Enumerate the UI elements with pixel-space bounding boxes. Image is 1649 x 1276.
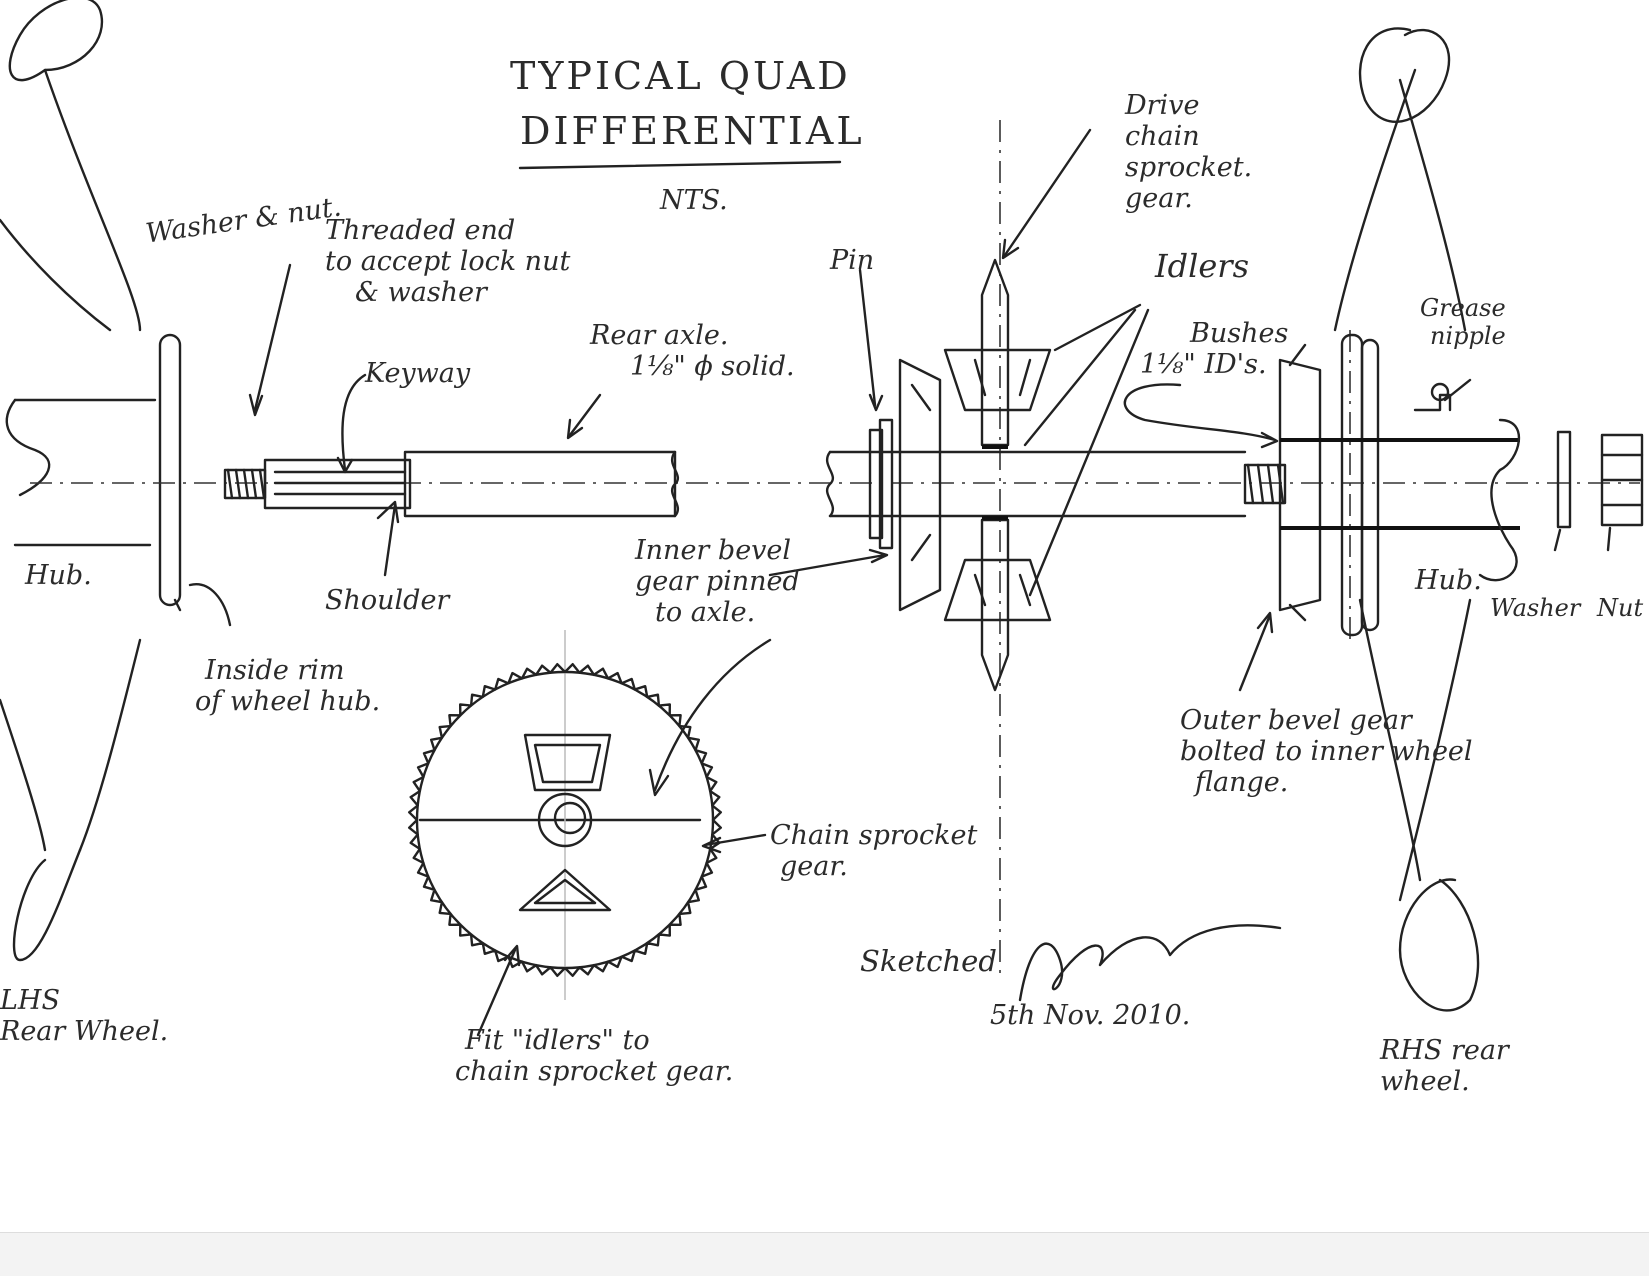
label-bushes: Bushes 1⅛" ID's. (1140, 318, 1288, 380)
label-hub-right: Hub. (1415, 565, 1482, 596)
rear-axle-line-1: Rear axle. (590, 320, 729, 351)
scan-bottom-edge (0, 1232, 1649, 1276)
label-nut: Nut (1597, 594, 1644, 622)
label-lhs-rear-wheel: LHS Rear Wheel. (0, 985, 168, 1047)
threaded-end-line-1: Threaded end (325, 215, 516, 246)
left-axle (223, 450, 680, 518)
bushes-line-1: Bushes (1190, 318, 1289, 349)
fit-idlers-line-2: chain sprocket gear. (455, 1056, 734, 1088)
label-chain-sprocket-gear: Chain sprocket gear. (770, 820, 977, 882)
label-inside-rim: Inside rim of wheel hub. (195, 655, 380, 717)
fit-idlers-line-1: Fit "idlers" to (465, 1025, 650, 1056)
label-fit-idlers: Fit "idlers" to chain sprocket gear. (455, 1025, 733, 1087)
rhs-wheel-outline (1333, 27, 1480, 1012)
bushes-line-2: 1⅛" ID's. (1140, 349, 1267, 381)
label-hub-left: Hub. (25, 560, 92, 591)
label-rear-axle: Rear axle. 1⅛" ϕ solid. (590, 320, 795, 382)
title-line-1: TYPICAL QUAD (510, 54, 851, 98)
drive-chain-line-3: sprocket. (1125, 152, 1253, 184)
sprocket-teeth-path (408, 663, 722, 977)
lhs-wheel-outline (0, 0, 142, 962)
lhs-wheel-line-2: Rear Wheel. (0, 1016, 169, 1048)
idlers (943, 348, 1052, 622)
title-initials: NTS. (660, 185, 728, 216)
drive-chain-line-1: Drive (1125, 90, 1200, 121)
threaded-end-line-3: & washer (355, 277, 487, 309)
leader-arrows (188, 128, 1612, 1037)
label-pin: Pin (830, 245, 875, 276)
lhs-wheel-line-1: LHS (0, 985, 60, 1016)
inner-bevel-line-3: to axle. (655, 597, 756, 629)
sprocket-teeth (408, 663, 722, 977)
rhs-wheel-line-2: wheel. (1380, 1066, 1470, 1098)
label-grease-nipple: Grease nipple (1420, 294, 1506, 350)
left-hub (5, 333, 182, 612)
sprocket-front-view (415, 630, 715, 1000)
label-outer-bevel-gear: Outer bevel gear bolted to inner wheel f… (1180, 705, 1473, 798)
chain-sprocket-line-1: Chain sprocket (770, 820, 978, 851)
chain-sprocket-line-2: gear. (780, 851, 848, 883)
drive-sprocket-side (980, 258, 1010, 692)
grease-nipple-line-2: nipple (1430, 321, 1506, 350)
washer-and-nut (1556, 430, 1644, 529)
right-hub (1280, 382, 1520, 582)
label-keyway: Keyway (365, 358, 471, 389)
inner-bevel-line-2: gear pinned (635, 566, 800, 598)
label-inner-bevel-gear: Inner bevel gear pinned to axle. (635, 535, 800, 628)
signature-scribble (1018, 924, 1282, 1002)
label-drive-chain-sprocket: Drive chain sprocket. gear. (1125, 90, 1252, 214)
label-rhs-rear-wheel: RHS rear wheel. (1380, 1035, 1509, 1097)
title-underline (518, 160, 842, 170)
inside-rim-line-1: Inside rim (205, 655, 345, 686)
inner-bevel-gear (868, 358, 942, 612)
label-shoulder: Shoulder (325, 585, 450, 616)
label-washer: Washer (1490, 594, 1581, 622)
label-threaded-end: Threaded end to accept lock nut & washer (325, 215, 570, 308)
outer-bevel-line-3: flange. (1195, 767, 1289, 799)
rhs-wheel-line-1: RHS rear (1380, 1035, 1509, 1066)
drive-chain-line-4: gear. (1125, 183, 1193, 215)
label-date: 5th Nov. 2010. (990, 1000, 1191, 1031)
label-idlers: Idlers (1155, 247, 1250, 285)
inside-rim-line-2: of wheel hub. (195, 686, 381, 718)
outer-bevel-gear (1278, 333, 1380, 637)
right-axle (825, 450, 1287, 518)
outer-bevel-line-1: Outer bevel gear (1180, 705, 1412, 736)
label-sketched: Sketched (860, 944, 997, 978)
outer-bevel-line-2: bolted to inner wheel (1180, 736, 1473, 768)
rear-axle-line-2: 1⅛" ϕ solid. (630, 351, 795, 383)
threaded-end-line-2: to accept lock nut (325, 246, 571, 278)
title-line-2: DIFFERENTIAL (520, 109, 865, 153)
drive-chain-line-2: chain (1125, 121, 1200, 153)
inner-bevel-line-1: Inner bevel (635, 535, 792, 566)
grease-nipple-line-1: Grease (1420, 294, 1506, 322)
